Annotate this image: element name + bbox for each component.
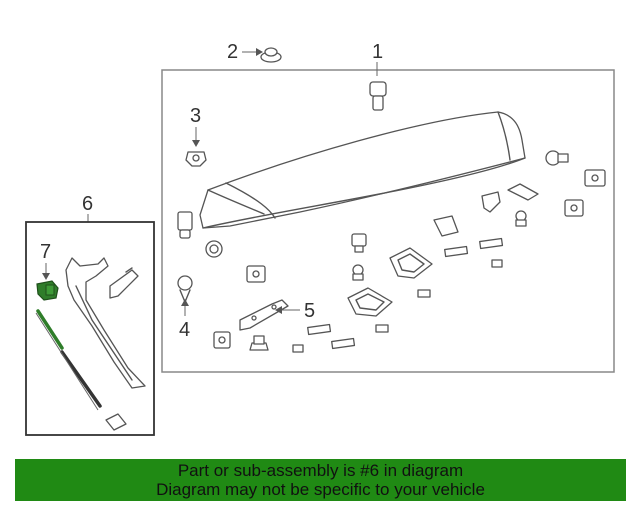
push-clip-icon <box>481 191 501 213</box>
screw-icon <box>352 264 364 281</box>
clip-icon <box>564 199 584 217</box>
bolt-icon <box>205 240 223 258</box>
clip-icon <box>369 81 387 111</box>
tape-pad <box>292 237 504 353</box>
pad-seat <box>347 287 393 317</box>
mounting-bracket <box>239 299 289 331</box>
clip-icon <box>433 215 459 237</box>
clip-icon <box>246 265 266 283</box>
callout-6[interactable]: 6 <box>82 193 93 215</box>
pillar-trim-part-6 <box>65 257 146 389</box>
seal-strip-lower <box>60 350 102 408</box>
pad-seat <box>389 247 433 279</box>
callout-1[interactable]: 1 <box>372 41 383 63</box>
grommet-icon <box>260 47 282 63</box>
banner-line-2: Diagram may not be specific to your vehi… <box>156 480 485 499</box>
callout-3[interactable]: 3 <box>190 105 201 127</box>
callout-7[interactable]: 7 <box>40 241 51 263</box>
nut-icon <box>351 233 367 253</box>
spoiler-body <box>199 111 526 229</box>
diagram-notice-banner: Part or sub-assembly is #6 in diagram Di… <box>15 459 626 501</box>
seal-strip <box>36 309 64 350</box>
bracket-clip-icon <box>177 211 193 239</box>
clip-part-7-icon <box>36 280 59 301</box>
push-clip-icon <box>185 151 207 167</box>
screw-icon <box>515 210 527 227</box>
clip-icon <box>584 169 606 187</box>
callout-2[interactable]: 2 <box>227 41 238 63</box>
clip-icon <box>105 413 127 431</box>
bolt-icon <box>249 335 269 351</box>
bolt-icon <box>545 150 569 166</box>
callout-4[interactable]: 4 <box>179 319 190 341</box>
callout-5[interactable]: 5 <box>304 300 315 322</box>
wedge-clip-icon <box>507 183 539 201</box>
banner-line-1: Part or sub-assembly is #6 in diagram <box>177 461 464 480</box>
clip-icon <box>213 331 231 349</box>
